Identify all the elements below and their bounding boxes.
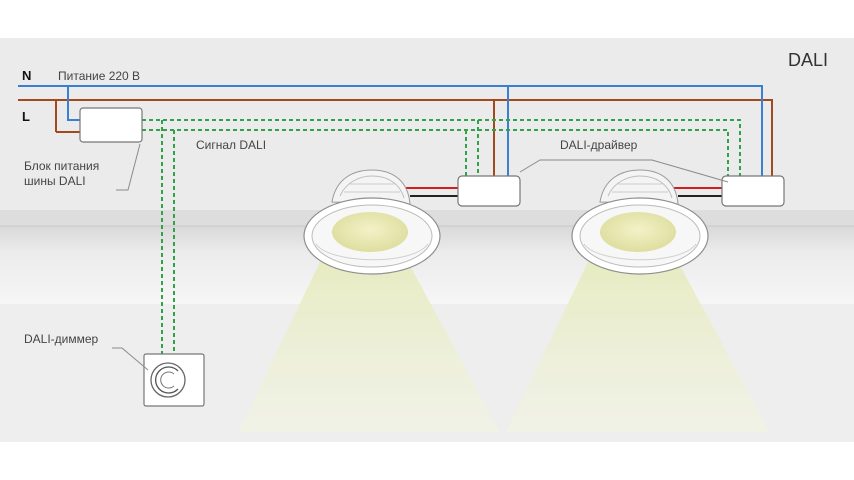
dimmer-label: DALI-диммер bbox=[24, 332, 99, 346]
psu-label-line2: шины DALI bbox=[24, 174, 86, 188]
dali-driver-right-icon bbox=[721, 175, 785, 207]
callout-lines bbox=[112, 143, 729, 371]
driver-output-wires-left bbox=[406, 187, 460, 197]
downlight-right-icon bbox=[571, 169, 709, 275]
dali-signal-wire bbox=[142, 119, 741, 356]
power-supply-icon bbox=[79, 107, 143, 143]
dali-dimmer-icon bbox=[143, 353, 205, 407]
diagram-title: DALI bbox=[788, 50, 828, 70]
light-cone-left bbox=[238, 262, 500, 432]
light-cone-right bbox=[506, 262, 770, 432]
line-label: L bbox=[22, 109, 30, 124]
neutral-wire bbox=[18, 85, 763, 178]
power-label: Питание 220 В bbox=[58, 69, 140, 83]
dali-driver-left-icon bbox=[457, 175, 521, 207]
line-wire bbox=[18, 99, 773, 178]
downlight-left-icon bbox=[303, 169, 441, 275]
psu-label-line1: Блок питания bbox=[24, 159, 99, 173]
driver-output-wires-right bbox=[674, 187, 724, 197]
neutral-label: N bbox=[22, 68, 31, 83]
driver-label: DALI-драйвер bbox=[560, 138, 638, 152]
signal-label: Сигнал DALI bbox=[196, 138, 266, 152]
